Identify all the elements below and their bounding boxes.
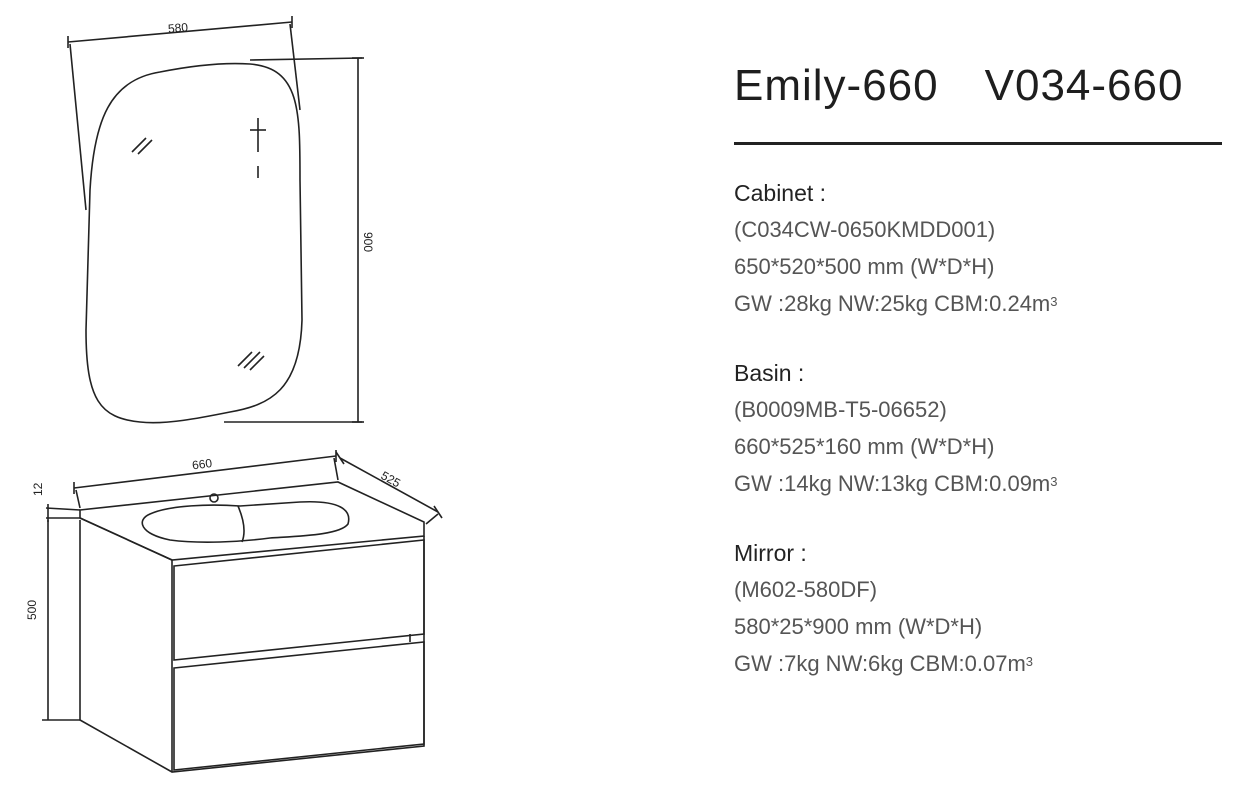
model-code: V034-660 bbox=[984, 61, 1184, 110]
title-divider bbox=[734, 142, 1222, 145]
dim-line-top-thickness bbox=[45, 507, 81, 511]
section-mirror: Mirror : (M602-580DF) 580*25*900 mm (W*D… bbox=[734, 535, 1222, 682]
part-weights: GW :28kg NW:25kg CBM:0.24m3 bbox=[734, 291, 1058, 316]
product-title: Emily-660 V034-660 bbox=[734, 60, 1222, 112]
section-heading: Cabinet : bbox=[734, 180, 827, 206]
model-name: Emily-660 bbox=[734, 61, 939, 110]
section-heading: Mirror : bbox=[734, 540, 807, 566]
label-mirror-width: 580 bbox=[167, 20, 188, 36]
part-weights: GW :14kg NW:13kg CBM:0.09m3 bbox=[734, 471, 1058, 496]
dim-line-cabinet-width bbox=[73, 455, 337, 489]
dim-line-mirror-width bbox=[67, 21, 293, 43]
part-code: (M602-580DF) bbox=[734, 577, 878, 602]
label-cabinet-height: 500 bbox=[25, 600, 39, 620]
section-basin: Basin : (B0009MB-T5-06652) 660*525*160 m… bbox=[734, 355, 1222, 502]
section-heading: Basin : bbox=[734, 360, 805, 386]
label-mirror-height: 900 bbox=[361, 232, 375, 252]
dim-line-cabinet-depth bbox=[339, 457, 439, 513]
label-cabinet-depth: 525 bbox=[379, 468, 404, 490]
cabinet-top bbox=[79, 481, 425, 561]
part-weights: GW :7kg NW:6kg CBM:0.07m3 bbox=[734, 651, 1034, 676]
technical-drawing: 580 900 660 525 12 500 bbox=[25, 16, 443, 773]
part-dimensions: 580*25*900 mm (W*D*H) bbox=[734, 614, 983, 639]
label-cabinet-width: 660 bbox=[191, 456, 213, 472]
part-code: (C034CW-0650KMDD001) bbox=[734, 217, 996, 242]
part-dimensions: 650*520*500 mm (W*D*H) bbox=[734, 254, 995, 279]
part-code: (B0009MB-T5-06652) bbox=[734, 397, 947, 422]
section-cabinet: Cabinet : (C034CW-0650KMDD001) 650*520*5… bbox=[734, 175, 1222, 322]
tap-hole bbox=[209, 493, 219, 503]
spec-panel: Emily-660 V034-660 Cabinet : (C034CW-0650… bbox=[734, 60, 1222, 682]
drawer-upper bbox=[173, 539, 425, 661]
drawer-lower bbox=[173, 641, 425, 771]
mirror-outline bbox=[85, 62, 303, 424]
part-dimensions: 660*525*160 mm (W*D*H) bbox=[734, 434, 995, 459]
reflection-mark bbox=[131, 137, 147, 153]
basin-bowl bbox=[141, 500, 350, 543]
label-top-thickness: 12 bbox=[31, 482, 45, 496]
